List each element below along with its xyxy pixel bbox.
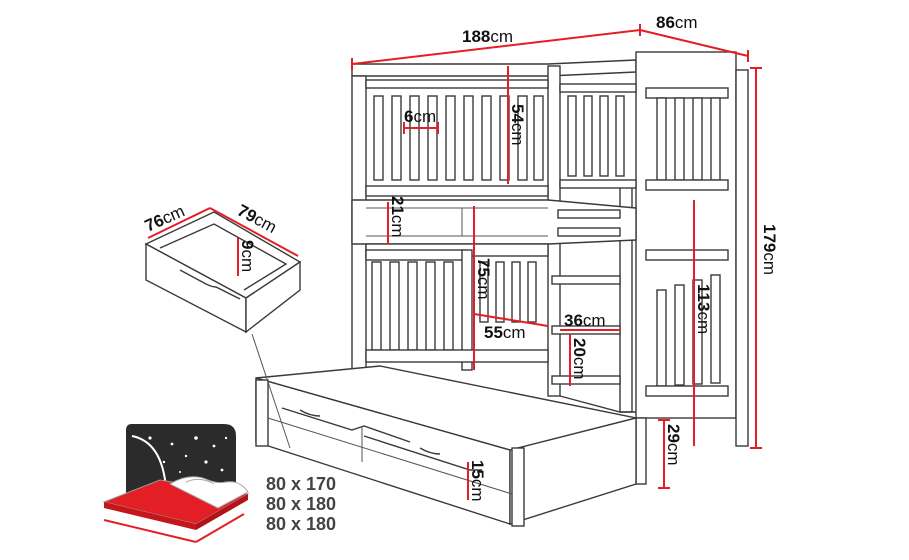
- dimension-lines: [351, 24, 762, 500]
- shelf-height-label: 21cm: [388, 196, 407, 238]
- lower-clearance-label: 75cm: [474, 258, 493, 300]
- mattress-size-3: 80 x 180: [266, 514, 336, 534]
- step-spacing-label: 20cm: [570, 338, 589, 380]
- entry-width-label: 55cm: [484, 323, 526, 342]
- slat-gap-label: 6cm: [404, 107, 436, 126]
- ladder-width-label: 36cm: [564, 311, 606, 330]
- trundle-height-label: 29cm: [664, 424, 683, 466]
- drawer-height-label: 9cm: [238, 240, 257, 272]
- mattress-icon: [102, 424, 250, 543]
- mattress-size-2: 80 x 180: [266, 494, 336, 514]
- depth-label: 86cm: [656, 13, 698, 32]
- drawer-inset: [144, 207, 302, 449]
- bunk-bed-frame: [255, 51, 749, 527]
- height-total-label: 179cm: [760, 224, 779, 275]
- top-rail-label: 54cm: [508, 104, 527, 146]
- trundle-rail-label: 15cm: [468, 460, 487, 502]
- lower-side-label: 113cm: [694, 284, 713, 334]
- mattress-size-1: 80 x 170: [266, 474, 336, 494]
- length-label: 188cm: [462, 27, 513, 46]
